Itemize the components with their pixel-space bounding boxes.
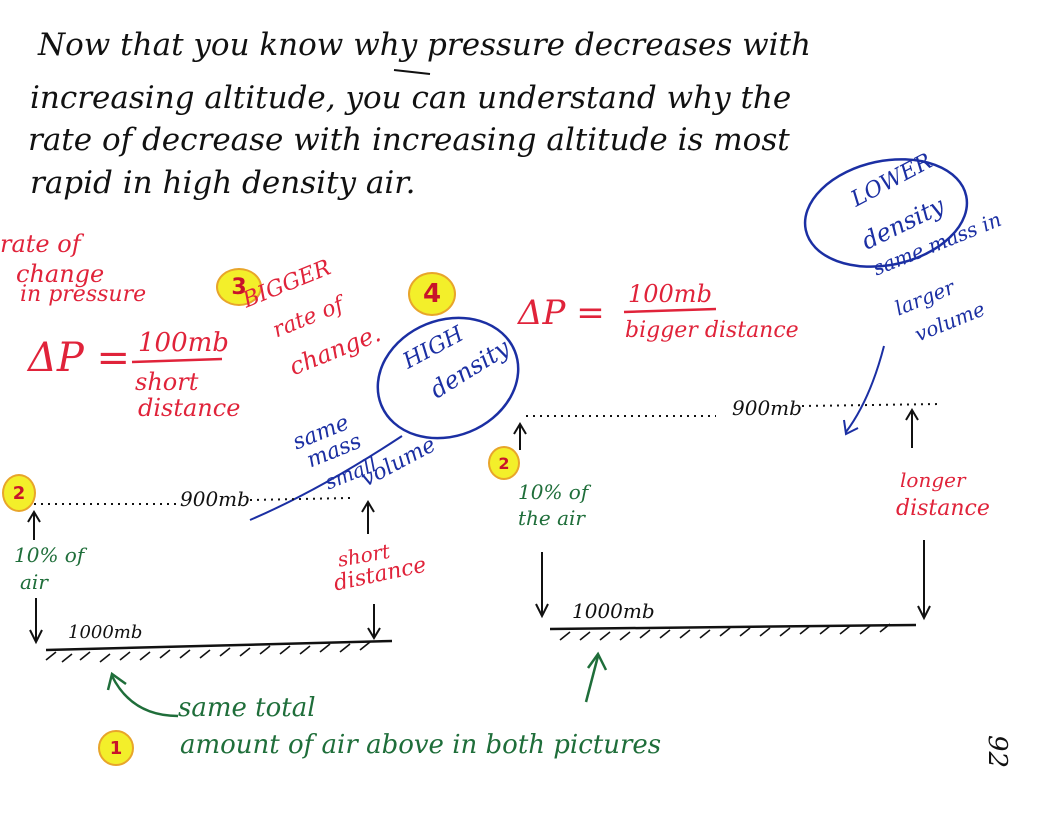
badge-step-2-right: 2 [488,446,520,480]
right-fraction-bar [623,307,717,314]
short-distance-arrow-down [367,604,381,640]
right-air-arrow-up [513,422,527,450]
longer-distance-arrow-down [917,540,931,621]
longer-distance-1: longer [900,468,966,492]
left-ground-hatch [45,641,371,663]
longer-distance-2: distance [896,496,990,521]
left-denominator-1: short [135,368,199,396]
left-air-pct-1: 10% of [14,543,85,567]
right-numerator: 100mb [628,280,712,308]
right-air-pct-1: 10% of [518,480,589,504]
rate-label-line-2: change [16,260,105,288]
intro-line-2: increasing altitude, you can understand … [30,80,792,116]
left-green-arrowhead [106,671,127,691]
footer-line-1: same total [178,693,316,723]
right-ground-hatch [559,623,891,641]
right-green-arrowhead [586,651,608,671]
left-air-arrow-up [27,510,41,540]
left-air-pct-2: air [20,570,48,594]
high-density-ellipse [376,316,520,440]
rate-label-line-3: in pressure [20,282,147,307]
left-numerator: 100mb [138,328,229,358]
right-denominator: bigger distance [625,318,799,343]
intro-line-4: rapid in high density air. [30,165,416,201]
left-fraction-bar [131,357,223,364]
right-air-pct-2: the air [518,506,585,530]
right-900mb-line [526,403,941,417]
footer-line-2: amount of air above in both pictures [180,730,662,760]
left-top-level: 900mb [180,487,250,511]
left-denominator-2: distance [138,394,241,422]
left-ground-line [45,639,393,652]
right-green-arrow [584,655,600,703]
intro-line-3: rate of decrease with increasing altitud… [28,122,790,158]
right-ground-line [549,623,917,631]
right-bottom-level: 1000mb [572,599,655,623]
badge-step-3: 3 [216,268,262,306]
left-air-arrow-down [29,598,43,645]
lower-density-arrowhead [843,419,859,436]
left-bottom-level: 1000mb [68,622,143,643]
why-underline [393,69,431,75]
short-distance-arrow-up [361,500,375,534]
badge-step-4: 4 [408,272,456,316]
badge-step-1: 1 [98,730,134,766]
high-density-pointer [249,435,403,521]
lower-density-arrow [845,345,885,433]
left-green-arrow [110,675,179,718]
longer-distance-arrow-up [905,408,919,448]
rate-label-line-1: rate of [0,230,81,258]
right-delta-p: ΔP = [518,293,605,333]
lower-density-ellipse [803,158,969,268]
left-delta-p: ΔP = [28,335,131,381]
left-900mb-line [34,497,351,505]
intro-line-1: Now that you know why pressure decreases… [38,27,811,63]
right-top-level: 900mb [732,396,802,420]
badge-step-2-left: 2 [2,474,36,512]
right-air-arrow-down [535,552,549,619]
